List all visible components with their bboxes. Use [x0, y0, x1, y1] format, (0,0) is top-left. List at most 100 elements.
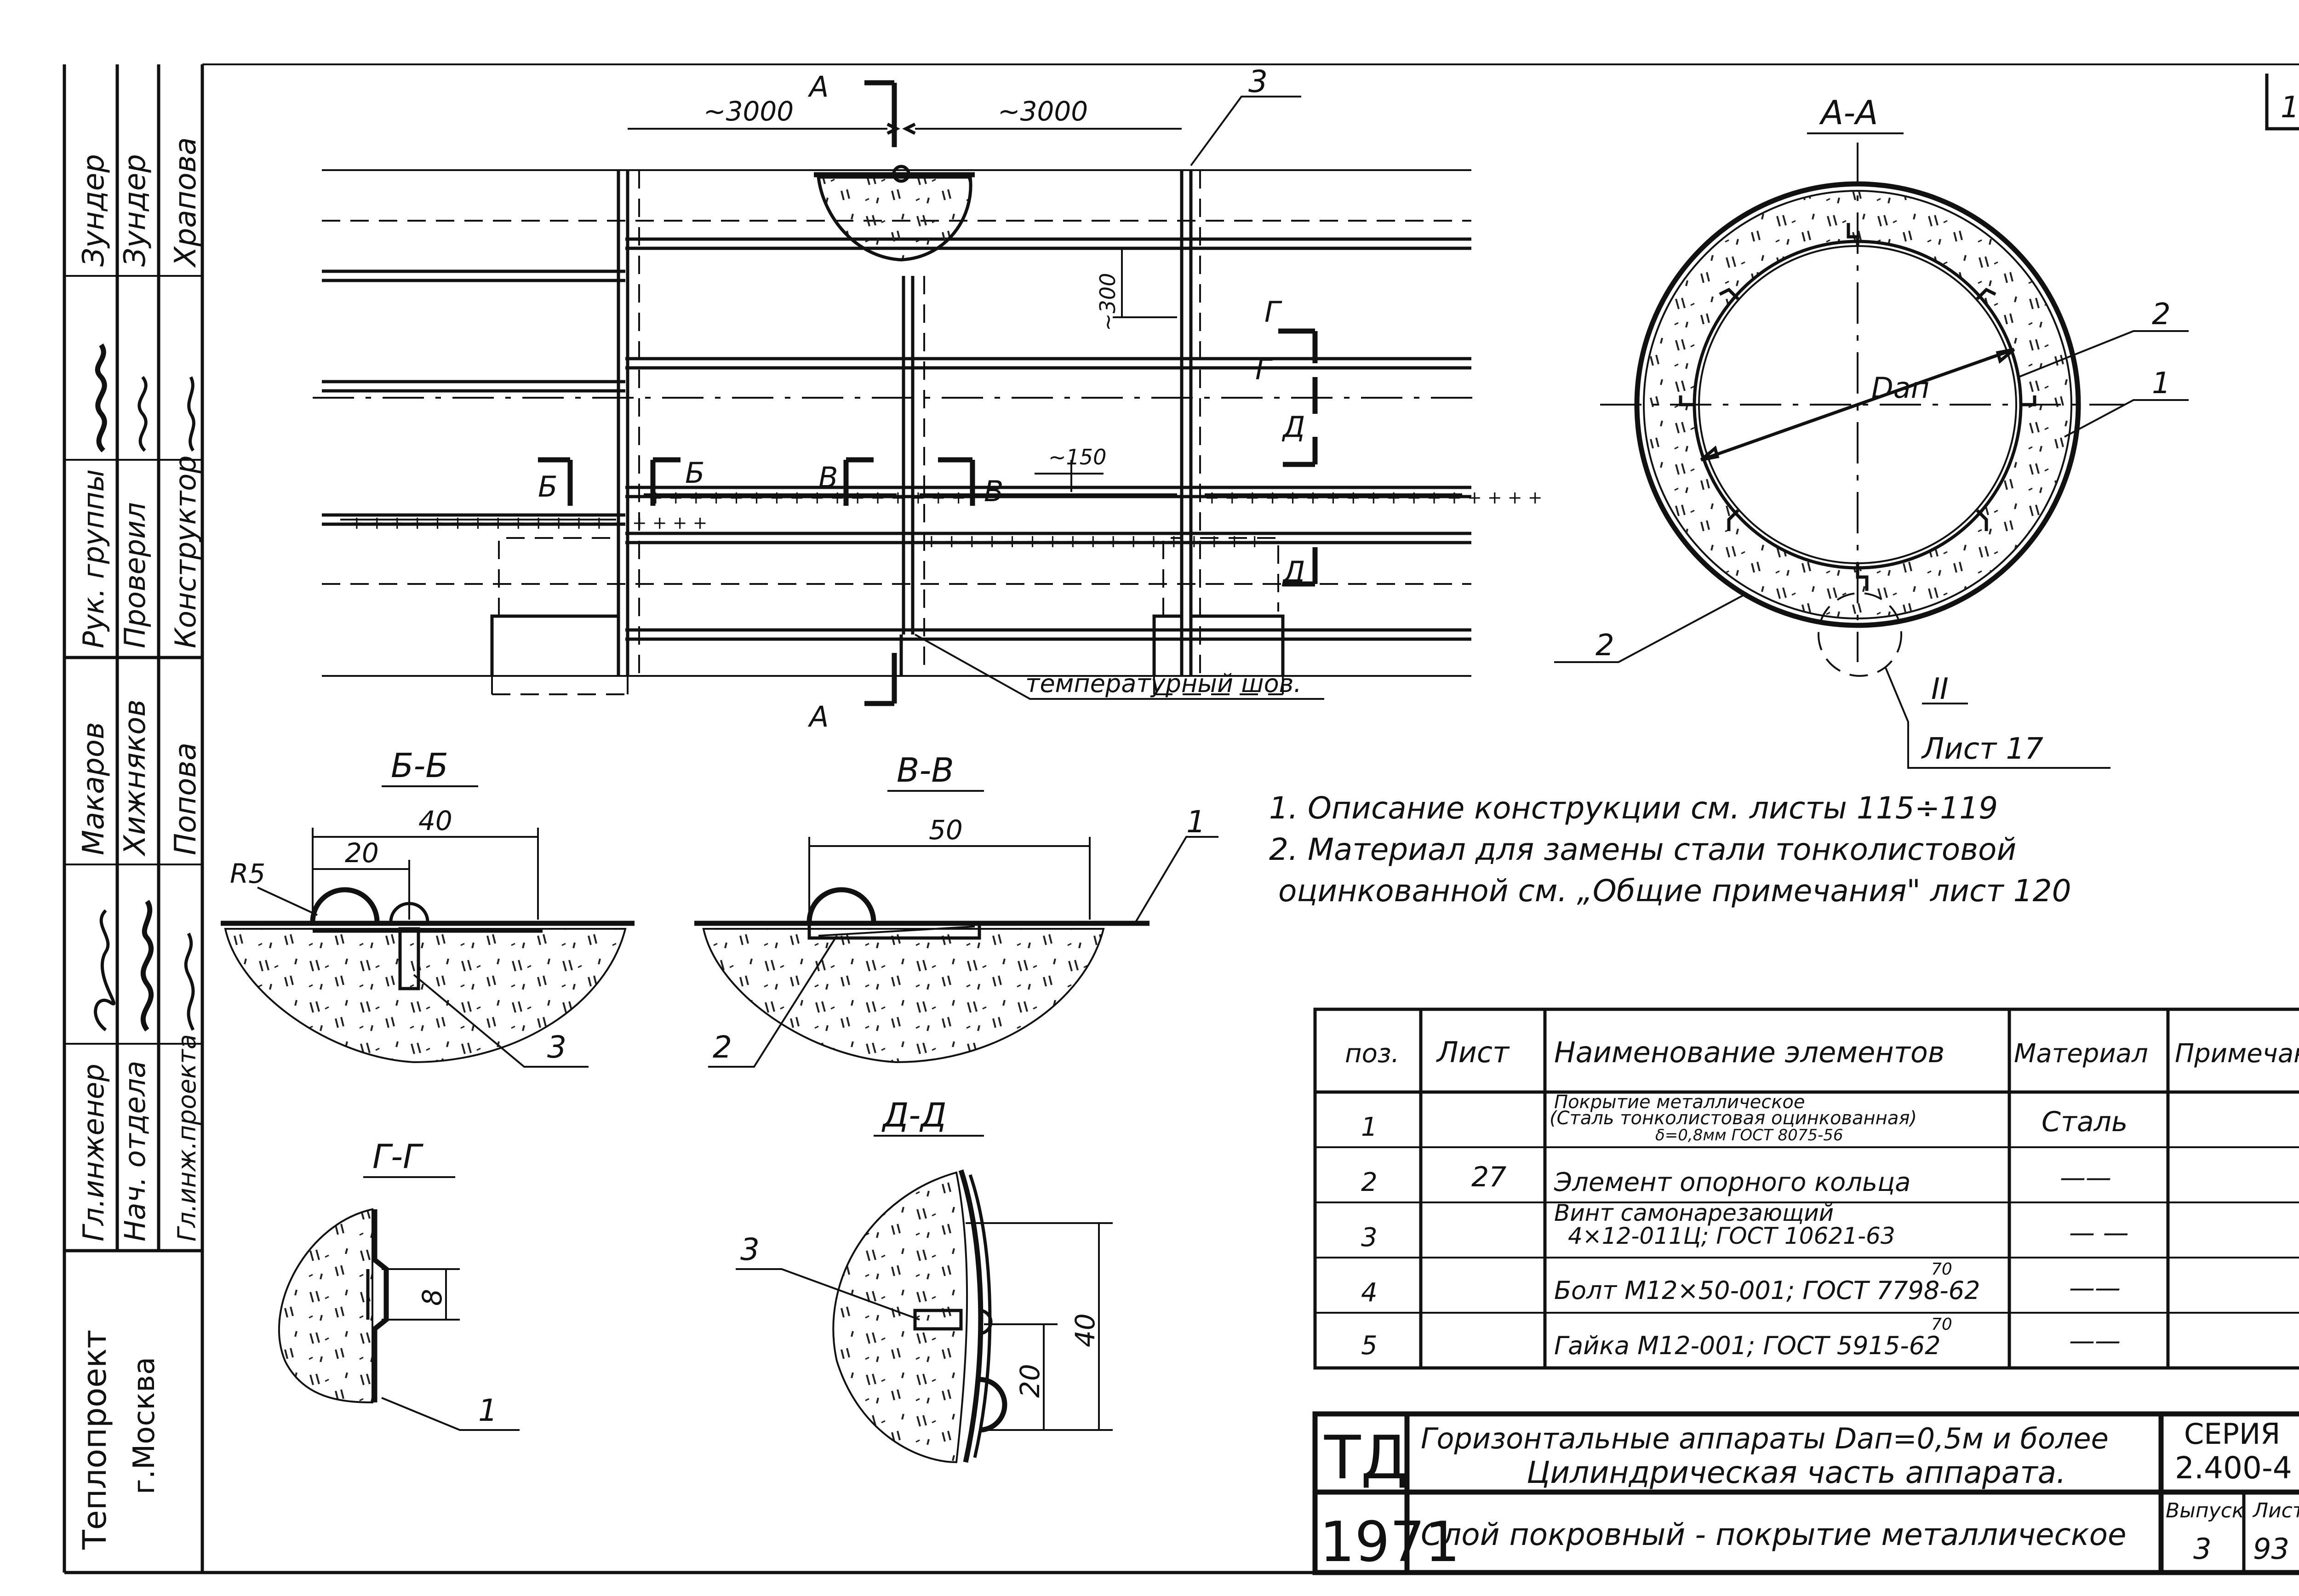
signature-5 — [137, 376, 148, 452]
svg-text:4: 4 — [1361, 1278, 1378, 1308]
series-label: СЕРИЯ — [2184, 1417, 2280, 1451]
org-city: г.Москва — [127, 1357, 161, 1494]
th-material: Материал — [2014, 1039, 2148, 1069]
cut-d-top: Д — [1281, 410, 1305, 444]
dim-right-3000: ~3000 — [998, 96, 1088, 127]
name-khrapova: Храпова — [169, 137, 203, 268]
vv-label-1: 1 — [1186, 804, 1206, 840]
notes: 1. Описание конструкции см. листы 115÷11… — [1269, 790, 2071, 909]
issue-value: 3 — [2193, 1532, 2211, 1566]
th-name: Наименование элементов — [1554, 1035, 1944, 1069]
cut-a-top: А — [807, 70, 829, 103]
svg-text:3: 3 — [1361, 1223, 1378, 1253]
sheet-number-top: 102 — [2281, 91, 2299, 125]
svg-text:——: —— — [2069, 1326, 2121, 1356]
svg-text:2: 2 — [1361, 1167, 1378, 1197]
section-gg-title: Г-Г — [372, 1137, 423, 1176]
title-td: ТД — [1324, 1423, 1407, 1493]
bb-r5: R5 — [230, 858, 265, 889]
th-pos: поз. — [1345, 1039, 1399, 1069]
dim-150: ~150 — [1048, 445, 1106, 469]
title-line-3: Слой покровный - покрытие металлическое — [1421, 1517, 2127, 1552]
cut-g-bottom: Г — [1255, 353, 1273, 386]
th-note: Примечание — [2175, 1039, 2299, 1069]
svg-text:+ + + + + + + + + + + + + + +: + + + + + + + + + + + + + + + + + + — [349, 513, 707, 533]
section-dd-title: Д-Д — [881, 1096, 946, 1134]
org-name: Теплопроект — [76, 1330, 114, 1550]
th-sheet: Лист — [1436, 1035, 1510, 1069]
section-bb-title: Б-Б — [391, 746, 448, 785]
aa-label-2-right: 2 — [2152, 297, 2171, 332]
note-2: 2. Материал для замены стали тонколистов… — [1269, 832, 2016, 867]
series-value: 2.400-4 — [2175, 1450, 2292, 1486]
bb-dim-40: 40 — [418, 805, 452, 836]
svg-text:70: 70 — [1931, 1260, 1952, 1279]
section-vv: В-В 50 1 2 — [694, 751, 1218, 1068]
section-aa-title: А-А — [1819, 93, 1878, 132]
svg-text:+ + + + + + + + + + + + + + +: + + + + + + + + + + + + + + + + — [648, 487, 966, 508]
note-3: оцинкованной см. „Общие примечания" лист… — [1278, 873, 2071, 909]
bb-label-3: 3 — [547, 1030, 566, 1065]
bb-dim-20: 20 — [345, 837, 379, 869]
cut-a-bottom: А — [807, 700, 829, 733]
table-row: 3 Винт самонарезающий 4×12-011Ц; ГОСТ 10… — [1361, 1200, 2129, 1253]
svg-text:4×12-011Ц; ГОСТ 10621-63: 4×12-011Ц; ГОСТ 10621-63 — [1568, 1223, 1895, 1249]
section-gg: Г-Г 8 1 — [278, 1137, 520, 1431]
name-khizhnyakov: Хижняков — [118, 699, 152, 857]
sheet-label: Лист — [2252, 1499, 2299, 1522]
role-konstruktor: Конструктор — [169, 455, 202, 648]
label-3-main: 3 — [1248, 64, 1268, 99]
main-title-block: ТД 1971 Горизонтальные аппараты Dап=0,5м… — [1312, 1411, 2299, 1575]
aa-label-1: 1 — [2152, 366, 2171, 400]
title-line-2: Цилиндрическая часть аппарата. — [1527, 1455, 2066, 1490]
signature-2 — [140, 899, 154, 1032]
role-nach-otdela: Нач. отдела — [118, 1061, 152, 1241]
cut-v-left: В — [818, 461, 838, 494]
cut-g-top: Г — [1264, 295, 1282, 329]
name-popova: Попова — [169, 743, 203, 855]
name-zunder-2: Зундер — [118, 154, 152, 267]
gg-label-1: 1 — [478, 1393, 498, 1428]
svg-text:(Сталь тонколистовая оцинкован: (Сталь тонколистовая оцинкованная) — [1550, 1108, 1917, 1129]
signature-1 — [94, 909, 116, 1031]
name-makarov: Макаров — [77, 722, 111, 855]
dd-label-3: 3 — [740, 1232, 760, 1267]
svg-text:Винт самонарезающий: Винт самонарезающий — [1554, 1200, 1834, 1226]
gg-dim-8: 8 — [417, 1289, 448, 1306]
spec-table: поз. Лист Наименование элементов Материа… — [1313, 1007, 2299, 1370]
sheet-value: 93 — [2253, 1532, 2289, 1566]
svg-text:5: 5 — [1361, 1331, 1378, 1361]
svg-text:70: 70 — [1931, 1315, 1952, 1334]
svg-text:27: 27 — [1471, 1161, 1506, 1193]
svg-text:——: —— — [2060, 1163, 2111, 1193]
section-dd: Д-Д 40 20 3 — [736, 1096, 1113, 1464]
title-line-1: Горизонтальные аппараты Dап=0,5м и более — [1421, 1422, 2109, 1455]
table-row: 1 Покрытие металлическое (Сталь тонколис… — [1361, 1092, 2127, 1144]
dim-300: ~300 — [1095, 273, 1120, 331]
left-title-block: Гл.инженер Нач. отдела Гл.инж.проекта Ру… — [64, 64, 203, 1550]
diameter-label: Dап — [1871, 371, 1929, 405]
main-elevation-view: + + + + + + + + + + + + + + + + + + + + … — [313, 64, 1543, 733]
role-gl-inzhener: Гл.инженер — [77, 1064, 110, 1241]
cut-v-right: В — [984, 475, 1004, 508]
section-aa: А-А Dап 2 1 2 — [1554, 93, 2189, 769]
name-zunder-1: Зундер — [77, 154, 111, 267]
cut-d-bottom: Д — [1281, 555, 1305, 589]
svg-text:+ + + + + + + + + + + + + + +: + + + + + + + + + + + + + + + + + — [1205, 487, 1543, 508]
dd-dim-20: 20 — [1014, 1364, 1046, 1398]
svg-text:1: 1 — [1361, 1112, 1378, 1142]
svg-text:+ + + + + + + + + + + + + + +: + + + + + + + + + + + + + + + + + — [924, 531, 1262, 551]
temperature-seam-label: температурный шов. — [1025, 669, 1302, 698]
table-row: 5 Гайка М12-001; ГОСТ 5915-62 70 —— — [1361, 1315, 2121, 1361]
role-proveril: Проверил — [118, 502, 152, 648]
signature-4 — [95, 343, 107, 452]
table-row: 2 27 Элемент опорного кольца —— — [1361, 1161, 2111, 1197]
role-ruk-gruppy: Рук. группы — [77, 469, 110, 648]
dim-left-3000: ~3000 — [703, 96, 794, 127]
title-year: 1971 — [1320, 1510, 1460, 1574]
vv-label-2: 2 — [713, 1030, 732, 1065]
detail-ii: II — [1931, 672, 1949, 706]
svg-text:δ=0,8мм ГОСТ 8075-56: δ=0,8мм ГОСТ 8075-56 — [1655, 1126, 1843, 1144]
aa-label-2-left: 2 — [1596, 629, 1614, 663]
svg-text:Болт М12×50-001; ГОСТ 7798-62: Болт М12×50-001; ГОСТ 7798-62 — [1554, 1276, 1980, 1305]
